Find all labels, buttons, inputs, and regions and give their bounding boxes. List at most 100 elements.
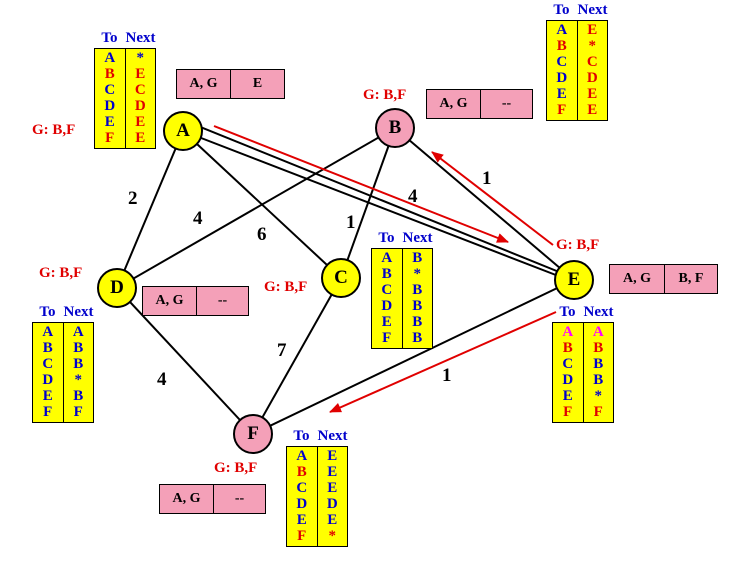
edge-weight-b-d: 4 xyxy=(193,208,203,229)
next-hop-cell: * xyxy=(74,372,83,388)
next-hop-cell: B xyxy=(412,282,423,298)
header-next: Next xyxy=(125,30,156,46)
header-next: Next xyxy=(577,2,608,18)
message-box-e-group: A, G xyxy=(610,265,665,293)
edge-weight-a-d: 2 xyxy=(128,188,138,209)
message-box-d-group: A, G xyxy=(143,287,197,315)
message-box-f-value: -- xyxy=(234,491,245,506)
next-hop-cell: * xyxy=(328,528,337,544)
message-box-d: A, G -- xyxy=(142,286,249,316)
next-hop-cell: C xyxy=(586,54,598,70)
destination-cell: D xyxy=(562,372,574,388)
header-to: To xyxy=(378,230,395,246)
edge-d-f xyxy=(116,287,254,435)
destination-cell: F xyxy=(557,102,567,118)
next-hop-cell: B xyxy=(73,388,84,404)
routing-table-a-header: To Next xyxy=(94,30,156,48)
message-box-e: A, G B, F xyxy=(609,264,718,294)
destination-cell: B xyxy=(296,464,307,480)
destination-cell: C xyxy=(562,356,574,372)
next-hop-cell: B xyxy=(73,356,84,372)
destination-cell: B xyxy=(104,66,115,82)
next-hop-cell: C xyxy=(134,82,146,98)
next-hop-cell: E xyxy=(587,22,598,38)
destination-cell: A xyxy=(296,448,308,464)
node-c: C xyxy=(321,258,361,298)
group-label-e: G: B,F xyxy=(556,237,600,253)
destination-cell: A xyxy=(556,22,568,38)
next-hop-cell: B xyxy=(412,250,423,266)
next-hop-cell: B xyxy=(593,356,604,372)
node-a-label: A xyxy=(176,120,190,141)
edge-b-e xyxy=(394,127,575,281)
edge-c-f xyxy=(252,277,342,435)
destination-cell: A xyxy=(104,50,116,66)
next-hop-cell: E xyxy=(135,66,146,82)
node-e-label: E xyxy=(567,269,581,290)
edge-a-e-2 xyxy=(187,121,575,279)
destination-cell: A xyxy=(381,250,393,266)
header-to: To xyxy=(101,30,118,46)
header-to: To xyxy=(39,304,56,320)
next-hop-cell: * xyxy=(136,50,145,66)
header-next: Next xyxy=(317,428,348,444)
node-b-label: B xyxy=(388,117,402,138)
message-box-e-value: B, F xyxy=(678,271,704,286)
destination-cell: A xyxy=(562,324,574,340)
next-hop-cell: B xyxy=(593,340,604,356)
edge-weight-b-c: 1 xyxy=(346,212,356,233)
next-hop-cell: B xyxy=(73,340,84,356)
edge-a-e-1 xyxy=(182,130,575,283)
node-f-label: F xyxy=(247,423,259,444)
destination-cell: E xyxy=(296,512,307,528)
destination-cell: C xyxy=(381,282,393,298)
next-hop-cell: B xyxy=(412,330,423,346)
destination-cell: E xyxy=(381,314,392,330)
next-hop-cell: * xyxy=(588,38,597,54)
group-label-c: G: B,F xyxy=(264,279,308,295)
edge-b-c xyxy=(340,127,396,279)
node-f: F xyxy=(233,414,273,454)
group-label-a: G: B,F xyxy=(32,122,76,138)
edge-b-d xyxy=(116,127,396,289)
message-box-a-group: A, G xyxy=(177,70,231,98)
destination-cell: E xyxy=(42,388,53,404)
edge-weight-a-e: 4 xyxy=(408,186,418,207)
next-hop-cell: E xyxy=(135,130,146,146)
destination-cell: E xyxy=(104,114,115,130)
next-hop-cell: E xyxy=(587,86,598,102)
destination-cell: D xyxy=(42,372,54,388)
next-hop-cell: B xyxy=(412,314,423,330)
destination-cell: D xyxy=(381,298,393,314)
destination-cell: D xyxy=(556,70,568,86)
next-hop-cell: B xyxy=(412,298,423,314)
group-label-d: G: B,F xyxy=(39,265,83,281)
group-label-b: G: B,F xyxy=(363,87,407,103)
node-b: B xyxy=(375,108,415,148)
node-a: A xyxy=(163,111,203,151)
destination-cell: F xyxy=(43,404,53,420)
next-hop-cell: A xyxy=(592,324,604,340)
next-hop-cell: B xyxy=(593,372,604,388)
header-next: Next xyxy=(583,304,614,320)
next-hop-cell: A xyxy=(72,324,84,340)
destination-cell: E xyxy=(556,86,567,102)
next-hop-cell: D xyxy=(134,98,146,114)
message-box-a: A, G E xyxy=(176,69,285,99)
